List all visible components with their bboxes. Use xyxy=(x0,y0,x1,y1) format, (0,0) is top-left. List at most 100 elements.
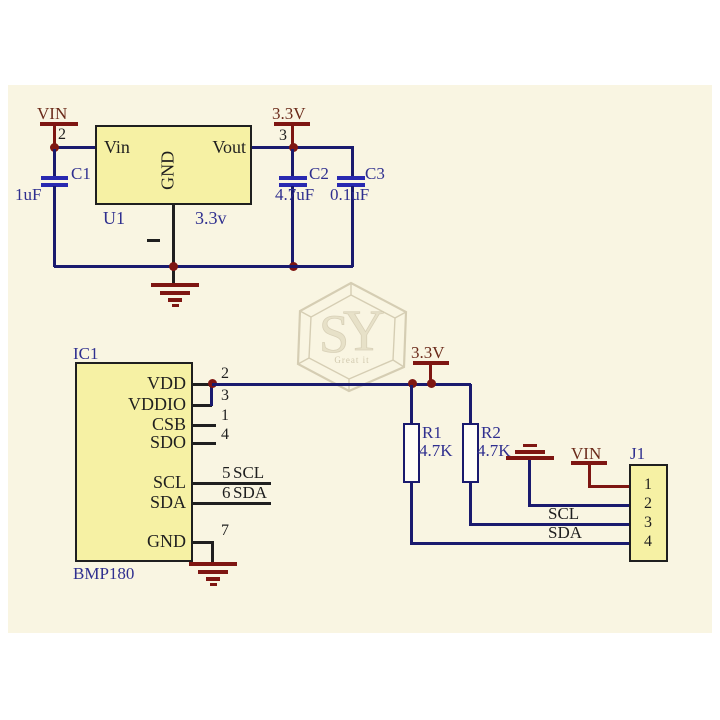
pin-number: 3 xyxy=(221,387,229,404)
wire-vin-drop xyxy=(53,125,56,148)
wire-vin-to-j1 xyxy=(588,485,629,488)
wire-ic1-scl xyxy=(193,482,271,485)
c1-capacitor-plate xyxy=(41,176,68,180)
ground-symbol xyxy=(160,291,190,295)
net-label-sda: SDA xyxy=(548,523,583,542)
pin-number: 4 xyxy=(221,426,229,443)
c1-capacitor-plate xyxy=(41,183,68,187)
c3-value: 0.1uF xyxy=(330,185,370,204)
pin-number: 2 xyxy=(221,365,229,382)
ground-symbol-inverted xyxy=(523,444,537,447)
junction-dot xyxy=(50,143,59,152)
c3-capacitor-plate xyxy=(337,183,365,187)
wire-c1-top xyxy=(53,149,56,177)
ic1-pin-csb: CSB xyxy=(151,414,186,434)
wire-scl-to-j1 xyxy=(469,523,629,526)
ground-symbol xyxy=(198,570,228,574)
junction-dot xyxy=(169,262,178,271)
junction-dot xyxy=(408,379,417,388)
pin-number: 3 xyxy=(279,127,287,144)
pin-number: 6 xyxy=(222,483,231,502)
c3-capacitor-plate xyxy=(337,176,365,180)
wire-r2-top xyxy=(469,384,472,423)
u1-gnd-pin-dash xyxy=(147,239,160,242)
wire-r1-top xyxy=(410,385,413,423)
u1-refdes: U1 xyxy=(103,208,125,228)
stub-gnd xyxy=(193,541,214,544)
watermark-letter-s: S xyxy=(319,304,349,364)
net-label-vin: VIN xyxy=(37,104,68,123)
stub-sdo xyxy=(193,442,216,445)
pin-number: 7 xyxy=(221,522,229,539)
wire-c3-top xyxy=(351,146,354,177)
ground-symbol xyxy=(189,562,237,566)
wire-sda-to-j1 xyxy=(410,542,629,545)
wire-vin-drop xyxy=(588,463,591,486)
wire-gnd-to-j1 xyxy=(528,504,629,507)
wire-vin-to-u1 xyxy=(54,146,97,149)
net-label-vin: VIN xyxy=(571,444,602,463)
ic1-pin-vdd: VDD xyxy=(147,373,186,393)
u1-value: 3.3v xyxy=(195,208,227,228)
net-label-sda: SDA xyxy=(233,483,268,502)
ic1-pin-gnd: GND xyxy=(147,531,186,551)
c1-refdes: C1 xyxy=(71,164,91,183)
wire-3v3-drop xyxy=(291,125,294,149)
power-port-bar xyxy=(413,361,449,365)
j1-pin-2: 2 xyxy=(644,495,652,512)
watermark-tagline: Great it xyxy=(334,355,369,365)
stub-csb xyxy=(193,424,216,427)
j1-pin-4: 4 xyxy=(644,533,652,550)
wire-c2-bottom xyxy=(291,186,294,267)
j1-refdes: J1 xyxy=(630,444,646,463)
r2-resistor-body xyxy=(462,423,479,483)
wire-r1-bottom xyxy=(410,483,413,544)
wire-r2-bottom xyxy=(469,483,472,525)
ic1-pin-vddio: VDDIO xyxy=(128,394,186,414)
wire-gnd-drop xyxy=(528,460,531,506)
pin-number: 5 xyxy=(222,463,231,482)
j1-pin-1: 1 xyxy=(644,476,652,493)
ground-symbol xyxy=(210,583,217,586)
c2-refdes: C2 xyxy=(309,164,329,183)
wire-vout-rail xyxy=(252,146,353,149)
wire-vddio-elbow xyxy=(210,385,213,406)
ground-symbol xyxy=(172,304,179,307)
ground-symbol-inverted xyxy=(515,450,545,454)
net-label-scl: SCL xyxy=(233,463,265,482)
ground-symbol-inverted xyxy=(506,456,554,460)
wire-ic1-sda xyxy=(193,502,271,505)
wire-3v3-drop xyxy=(429,364,432,384)
ground-symbol xyxy=(206,577,220,581)
power-port-bar xyxy=(274,122,310,126)
c2-capacitor-plate xyxy=(279,183,307,187)
ground-symbol xyxy=(151,283,199,287)
u1-pin-gnd: GND xyxy=(157,150,178,190)
ic1-refdes: IC1 xyxy=(73,344,99,363)
power-port-bar xyxy=(40,122,78,126)
r2-refdes: R2 xyxy=(481,423,501,442)
ic1-pin-sdo: SDO xyxy=(149,432,186,452)
c2-value: 4.7uF xyxy=(275,185,315,204)
wire-ic1-gnd-drop xyxy=(211,541,214,563)
watermark-logo: S Y Great it xyxy=(296,281,408,393)
u1-pin-vout: Vout xyxy=(212,137,246,157)
ic1-pin-sda: SDA xyxy=(149,492,186,512)
c2-capacitor-plate xyxy=(279,176,307,180)
c1-value: 1uF xyxy=(15,185,42,204)
ic1-pin-scl: SCL xyxy=(152,472,186,492)
ground-symbol xyxy=(168,298,182,302)
r1-value: 4.7K xyxy=(419,441,453,460)
r2-value: 4.7K xyxy=(477,441,511,460)
pin-number: 2 xyxy=(58,126,66,143)
r1-resistor-body xyxy=(403,423,420,483)
pin-number: 1 xyxy=(221,407,229,424)
stub-vdd xyxy=(193,383,212,386)
wire-c2-top xyxy=(291,149,294,177)
wire-c3-bottom xyxy=(351,186,354,267)
c3-refdes: C3 xyxy=(365,164,385,183)
wire-c1-bottom xyxy=(53,186,56,267)
junction-dot xyxy=(289,143,298,152)
stub-vddio xyxy=(193,404,212,407)
